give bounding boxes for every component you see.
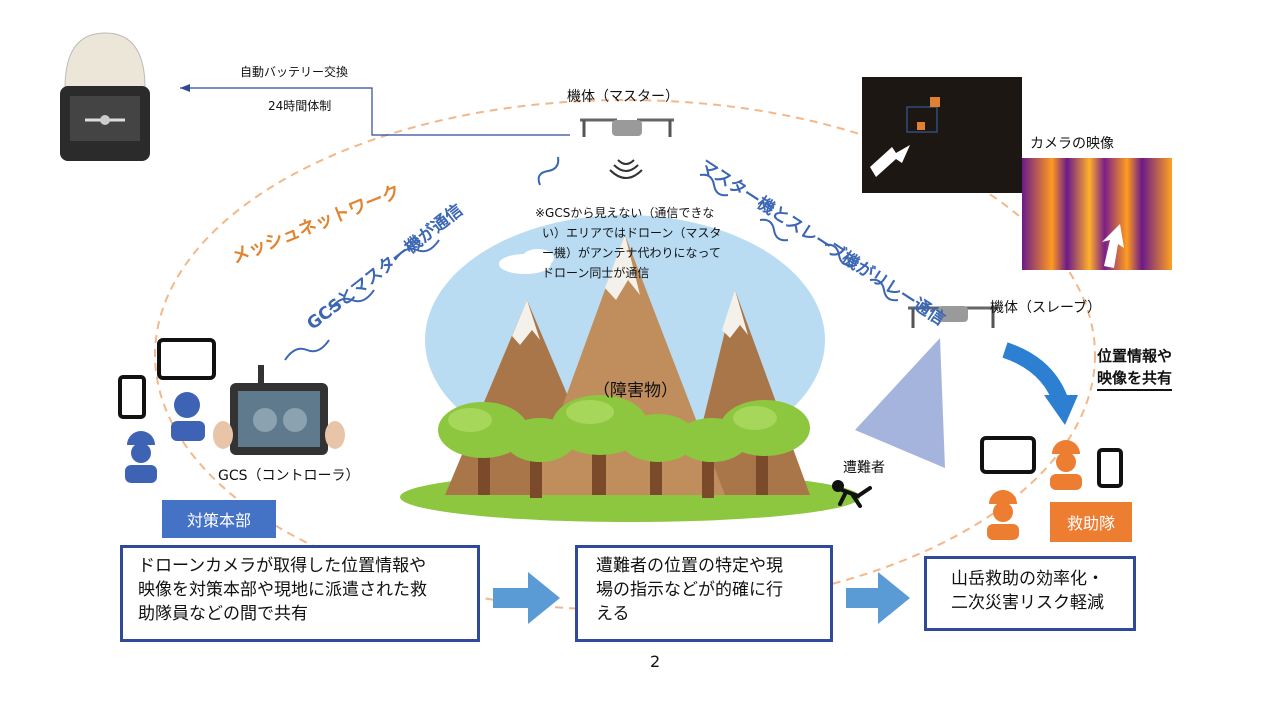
battery-connection-line	[180, 87, 570, 136]
hq-tag: 対策本部	[162, 500, 276, 538]
thermal-image-icon	[862, 77, 1022, 193]
tree-row	[438, 395, 810, 498]
flow-box-locate: 遭難者の位置の特定や現 場の指示などが的確に行 える	[575, 545, 833, 642]
person-icon	[171, 392, 205, 441]
phone-icon	[1097, 448, 1123, 488]
obstacle-label: （障害物）	[593, 381, 678, 401]
charging-station-icon	[60, 32, 150, 161]
flow-box-efficiency: 山岳救助の効率化・ 二次災害リスク軽減	[924, 556, 1136, 631]
battery-swap-label: 自動バッテリー交換	[240, 65, 349, 79]
drone-icon	[580, 118, 674, 137]
camera-cone	[855, 338, 945, 468]
wave-lines-right	[699, 173, 899, 302]
hours-label: 24時間体制	[268, 99, 332, 113]
share-info-label: 位置情報や 映像を共有	[1097, 345, 1173, 391]
drone-icon	[908, 306, 998, 328]
tablet-icon	[157, 338, 216, 380]
controller-icon	[213, 365, 345, 455]
camera-feed-label: カメラの映像	[1030, 136, 1114, 152]
worker-icon	[987, 490, 1019, 540]
flow-box-share: ドローンカメラが取得した位置情報や 映像を対策本部や現地に派遣された救 助隊員な…	[120, 545, 480, 642]
slave-drone-label: 機体（スレーブ）	[990, 300, 1102, 316]
flow-arrow-1	[493, 572, 560, 624]
thermal-image-icon	[1022, 158, 1172, 270]
wave-lines-left	[284, 156, 560, 361]
signal-icon	[609, 159, 643, 179]
fallen-person-icon	[832, 480, 872, 508]
rescue-group	[980, 436, 1123, 540]
hq-group	[118, 338, 345, 483]
tablet-icon	[980, 436, 1036, 474]
flow-arrow-2	[846, 572, 910, 624]
page-number: 2	[650, 652, 661, 671]
worker-icon	[125, 431, 157, 483]
gcs-controller-label: GCS（コントローラ）	[218, 468, 360, 484]
note-text: ※GCSから見えない（通信できな い）エリアではドローン（マスタ ー機）がアンテ…	[535, 206, 722, 280]
master-drone-label: 機体（マスター）	[567, 89, 679, 105]
rescue-team-tag: 救助隊	[1050, 502, 1132, 542]
cloud-left	[499, 249, 554, 274]
phone-icon	[118, 375, 146, 419]
worker-icon	[1050, 440, 1082, 490]
victim-label: 遭難者	[843, 460, 885, 476]
